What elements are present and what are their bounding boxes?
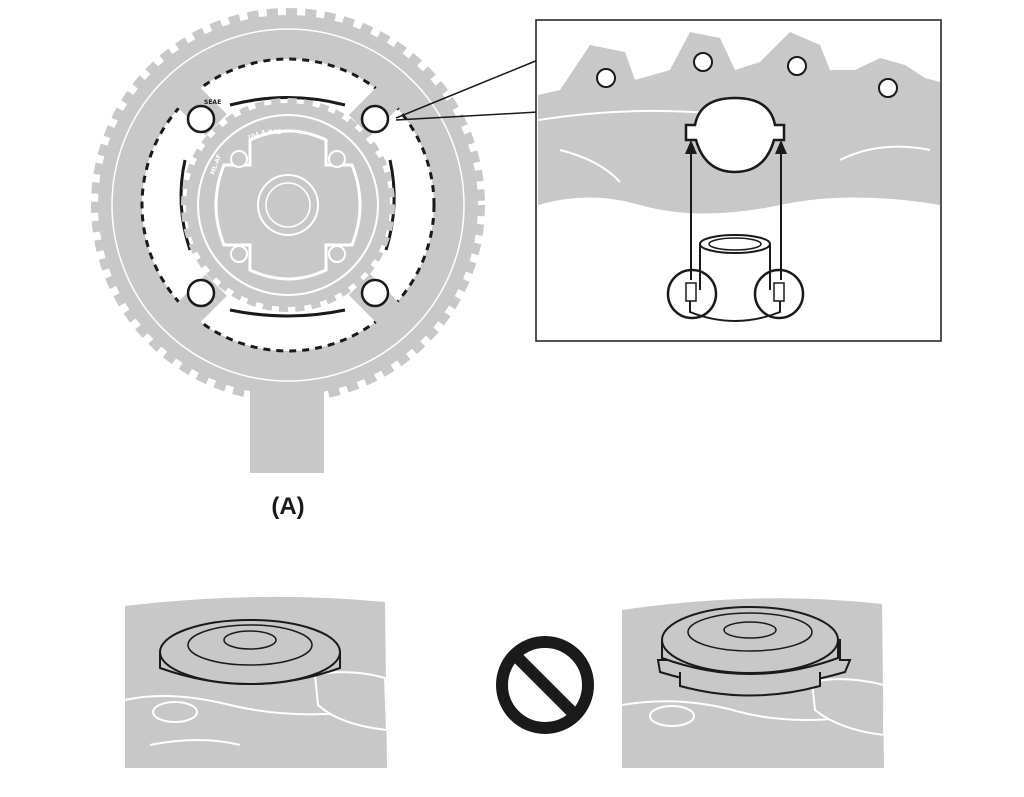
up-arrow-icon [685,140,697,280]
detail-inset [535,19,942,342]
raised-nut [656,606,852,697]
ring-marking: SEAE [204,99,221,106]
no-symbol-icon [496,636,594,734]
figure-label-a: (A) [271,493,304,520]
keyed-hole [684,96,786,174]
correct-install-view [125,596,387,768]
inner-mark-2: BCD [268,129,282,136]
crankset-figure: SEAE 104.4 BCD ML-AF [91,8,539,473]
bolt-hole [186,278,216,308]
bolt-hole [360,104,390,134]
bolt-hole [360,278,390,308]
key-callout-right [753,268,805,320]
axle [257,174,319,236]
up-arrow-icon [775,140,787,280]
bolt-hole [186,104,216,134]
bushing [689,234,781,322]
flush-nut [159,619,341,685]
incorrect-install-view [622,598,884,768]
chainring-bolts [186,104,390,308]
